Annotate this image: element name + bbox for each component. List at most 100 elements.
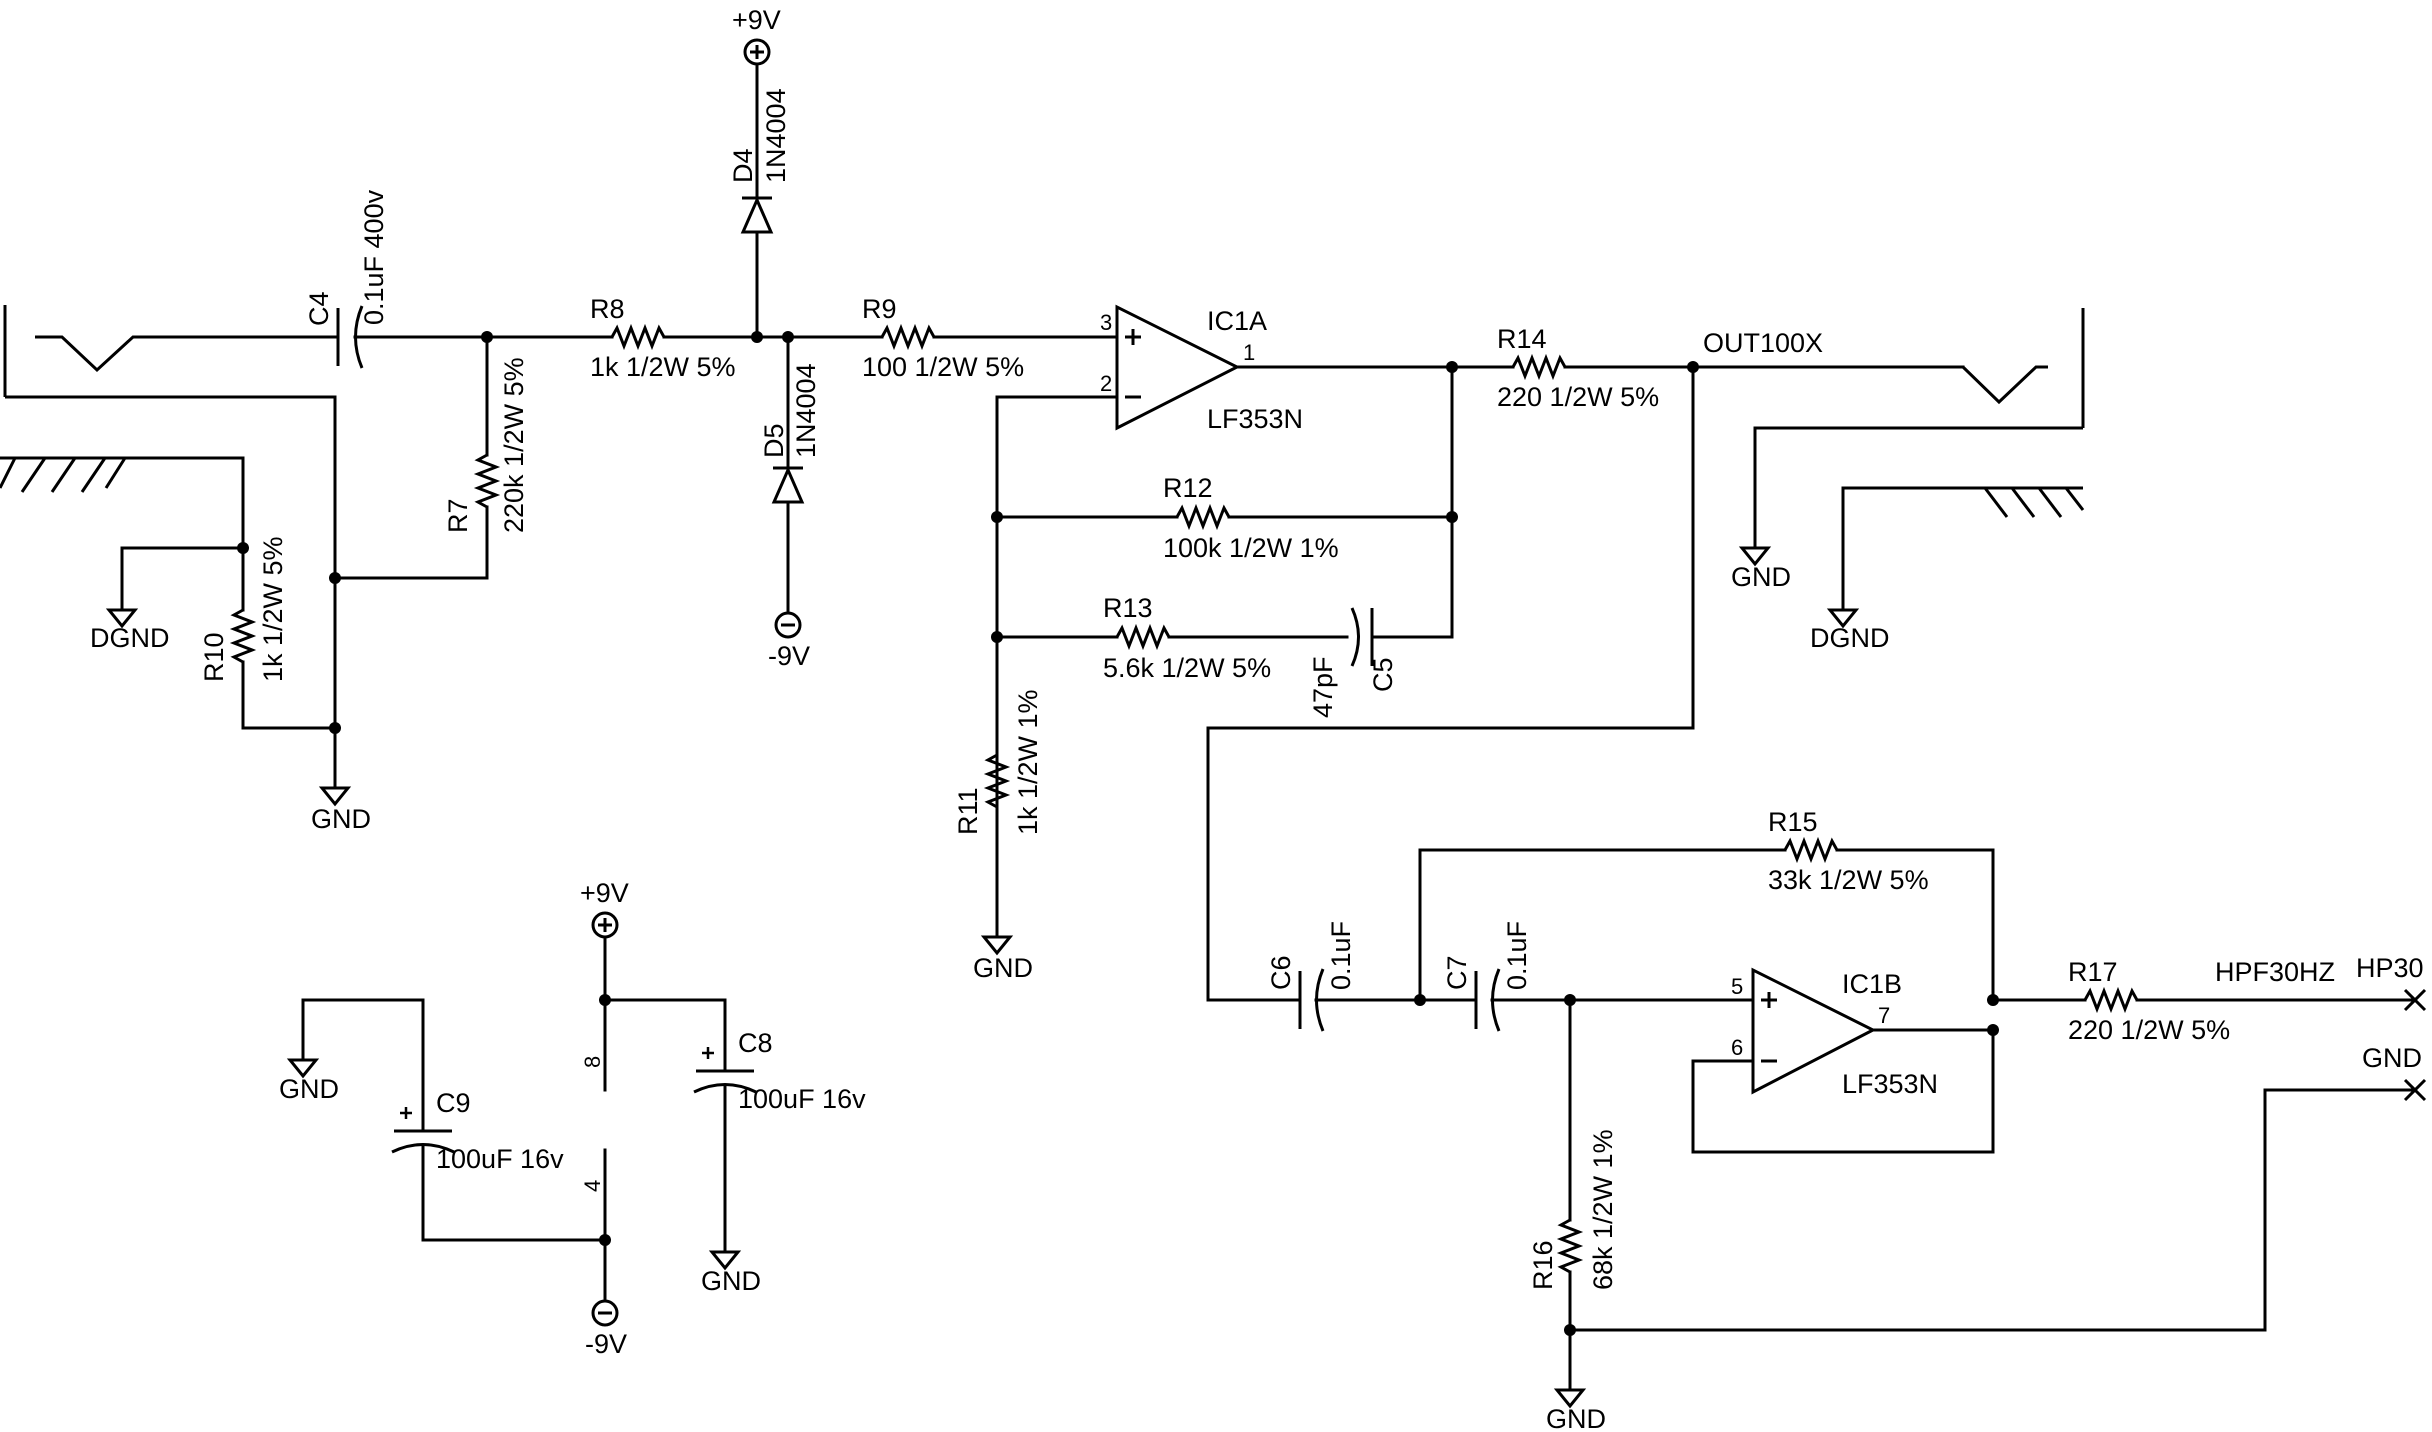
c7-ref: C7 (1442, 955, 1472, 990)
gnd-label: GND (973, 953, 1033, 983)
gnd-label: GND (311, 804, 371, 834)
resistor-r13: R13 5.6k 1/2W 5% (995, 593, 1349, 683)
diode-d5: D5 1N4004 (759, 335, 821, 614)
resistor-r16: R16 68k 1/2W 1% (1528, 998, 1618, 1392)
r12-ref: R12 (1163, 473, 1213, 503)
r12-value: 100k 1/2W 1% (1163, 533, 1339, 563)
d4-value: 1N4004 (761, 88, 791, 183)
r17-value: 220 1/2W 5% (2068, 1015, 2230, 1045)
supply-plus-9v-bottom: +9V (580, 878, 629, 939)
gnd-label: GND (279, 1074, 339, 1104)
d5-value: 1N4004 (791, 363, 821, 458)
c5-value: 47pF (1308, 656, 1338, 718)
ic1b-value: LF353N (1842, 1069, 1938, 1099)
r9-ref: R9 (862, 294, 897, 324)
d4-ref: D4 (728, 148, 758, 183)
r13-value: 5.6k 1/2W 5% (1103, 653, 1271, 683)
gnd-symbol: GND (973, 935, 1033, 983)
r14-ref: R14 (1497, 324, 1547, 354)
ic1b-ref: IC1B (1842, 969, 1902, 999)
r17-ref: R17 (2068, 957, 2118, 987)
r13-ref: R13 (1103, 593, 1153, 623)
resistor-r7: R7 220k 1/2W 5% (333, 335, 529, 580)
r15-value: 33k 1/2W 5% (1768, 865, 1929, 895)
supply-plus-label: +9V (732, 5, 781, 35)
ic1a-pin-plus: 3 (1100, 310, 1112, 335)
dgnd-label: DGND (90, 623, 170, 653)
c9-ref: C9 (436, 1088, 471, 1118)
c6-ref: C6 (1266, 955, 1296, 990)
resistor-r11: R11 1k 1/2W 1% (953, 689, 1043, 835)
c4-value: 0.1uF 400v (359, 189, 389, 325)
c4-ref: C4 (304, 291, 334, 326)
input-sleeve-ground (0, 456, 245, 550)
capacitor-c7: C7 0.1uF (1418, 921, 1572, 1032)
gnd-label: GND (1731, 562, 1791, 592)
ic-pin-vplus: 8 (580, 1056, 605, 1068)
r10-ref: R10 (199, 632, 229, 682)
ic1b-pin-minus: 6 (1731, 1035, 1743, 1060)
c9-value: 100uF 16v (436, 1144, 564, 1174)
opamp-ic1b: 5 6 7 IC1B LF353N (1731, 967, 1938, 1099)
resistor-r17: R17 220 1/2W 5% (1991, 957, 2417, 1045)
supply-plus-label: +9V (580, 878, 629, 908)
r10-value: 1k 1/2W 5% (258, 536, 288, 682)
gnd-symbol: GND (1546, 1388, 1606, 1432)
capacitor-c9: C9 100uF 16v (301, 998, 607, 1242)
ic1a-pin-minus: 2 (1100, 371, 1112, 396)
dgnd-symbol: DGND (1810, 608, 1890, 653)
gnd-symbol: GND (279, 1058, 339, 1104)
output-sleeve-ground (1841, 486, 2085, 612)
c6-value: 0.1uF (1326, 921, 1356, 990)
supply-minus-9v-bottom: -9V (585, 1299, 627, 1359)
gnd-label: GND (1546, 1404, 1606, 1432)
r9-value: 100 1/2W 5% (862, 352, 1024, 382)
c8-value: 100uF 16v (738, 1084, 866, 1114)
hpf30hz-net-label: HPF30HZ (2215, 957, 2335, 987)
diode-d4: D4 1N4004 (728, 64, 791, 339)
capacitor-c5: 47pF C5 (1308, 607, 1454, 718)
r11-ref: R11 (953, 787, 983, 835)
supply-plus-9v-top: +9V (732, 5, 781, 66)
gnd-out-label: GND (2362, 1043, 2422, 1073)
supply-minus-9v-mid: -9V (768, 611, 810, 671)
junction-dot (1987, 1024, 1999, 1036)
input-jack-symbol (3, 305, 335, 399)
dgnd-symbol: DGND (90, 608, 170, 653)
hp30-label: HP30 (2356, 953, 2424, 983)
ic1a-pin-out: 1 (1243, 340, 1255, 365)
ic1b-pin-out: 7 (1878, 1003, 1890, 1028)
opamp-ic1a: 3 2 1 IC1A LF353N (1100, 304, 1303, 434)
out100x-net-label: OUT100X (1703, 328, 1823, 358)
gnd-symbol: GND (1731, 546, 1791, 592)
dgnd-label: DGND (1810, 623, 1890, 653)
connector-hp30: HP30 (2356, 953, 2427, 1012)
r7-ref: R7 (443, 498, 473, 533)
r14-value: 220 1/2W 5% (1497, 382, 1659, 412)
c7-value: 0.1uF (1502, 921, 1532, 990)
resistor-r9: R9 100 1/2W 5% (786, 294, 1119, 382)
r7-value: 220k 1/2W 5% (499, 357, 529, 533)
r11-value: 1k 1/2W 1% (1013, 689, 1043, 835)
ic1a-value: LF353N (1207, 404, 1303, 434)
resistor-r14: R14 220 1/2W 5% (1450, 324, 1695, 412)
capacitor-c8: C8 100uF 16v (693, 998, 866, 1254)
r15-ref: R15 (1768, 807, 1818, 837)
output-jack-symbol (1753, 308, 2085, 550)
supply-minus-label: -9V (585, 1329, 627, 1359)
c5-ref: C5 (1368, 657, 1398, 692)
resistor-r8: R8 1k 1/2W 5% (590, 294, 759, 382)
supply-minus-label: -9V (768, 641, 810, 671)
gnd-symbol: GND (311, 786, 371, 834)
c8-ref: C8 (738, 1028, 773, 1058)
r16-value: 68k 1/2W 1% (1588, 1129, 1618, 1290)
junction-dot (329, 572, 341, 584)
resistor-r12: R12 100k 1/2W 1% (995, 473, 1454, 563)
ic-pin-vminus: 4 (580, 1180, 605, 1192)
resistor-r15: R15 33k 1/2W 5% (1418, 807, 1995, 1002)
ic1b-pin-plus: 5 (1731, 974, 1743, 999)
r16-ref: R16 (1528, 1240, 1558, 1290)
connector-gnd-out: GND (2362, 1043, 2427, 1102)
